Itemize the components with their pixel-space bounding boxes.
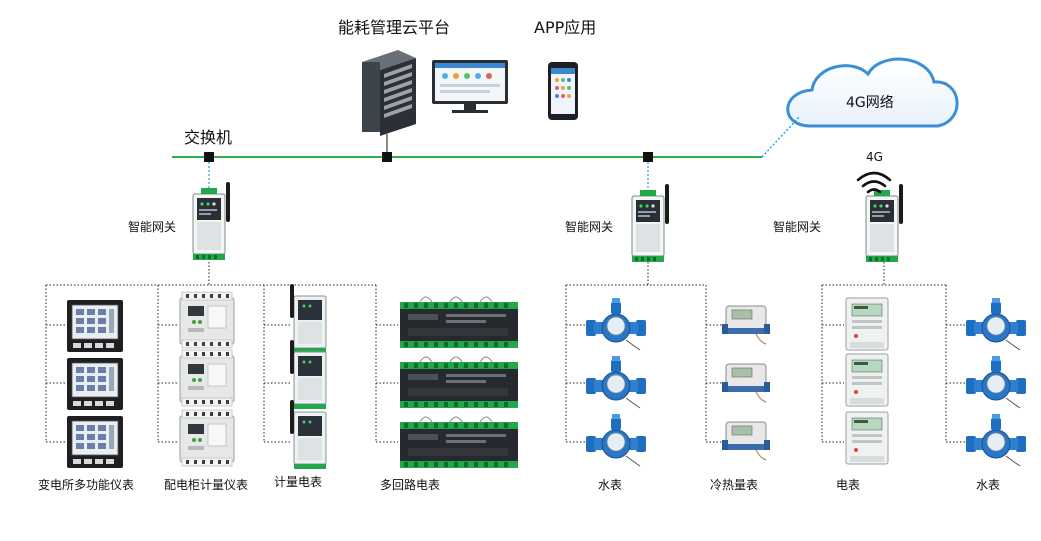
heat-meter-label: 冷热量表 bbox=[710, 478, 759, 492]
electric-meter bbox=[845, 411, 889, 465]
gateway-device-3 bbox=[865, 183, 904, 263]
network-label: 4G网络 bbox=[846, 95, 894, 111]
branch-wiring-middle bbox=[565, 262, 722, 443]
heat-meter bbox=[721, 305, 771, 345]
multi-circuit-meter bbox=[399, 356, 519, 409]
multi-circuit-meter bbox=[399, 296, 519, 349]
cloud-shape bbox=[786, 57, 959, 128]
metering-meter-label: 计量电表 bbox=[274, 475, 323, 489]
electric-meter-label: 电表 bbox=[836, 478, 861, 492]
gateway-device-1 bbox=[192, 181, 231, 261]
monitor-icon bbox=[432, 60, 508, 113]
gateway-label-1: 智能网关 bbox=[128, 220, 177, 234]
water-meter bbox=[585, 355, 647, 409]
heat-meter bbox=[721, 363, 771, 403]
rail-meter bbox=[289, 399, 327, 470]
app-label: APP应用 bbox=[534, 18, 597, 37]
panel-meter bbox=[66, 415, 124, 469]
branch-wiring-left bbox=[45, 262, 398, 443]
water-meter bbox=[585, 413, 647, 467]
panel-meter bbox=[66, 357, 124, 411]
cabinet-meter bbox=[179, 409, 235, 467]
signal-label: 4G bbox=[866, 150, 883, 164]
wifi-icon bbox=[856, 171, 892, 194]
junction-node bbox=[382, 152, 392, 162]
branch-wiring-right bbox=[821, 262, 966, 443]
gateway-label-3: 智能网关 bbox=[773, 220, 822, 234]
multi-circuit-meter bbox=[399, 416, 519, 469]
heat-meter bbox=[721, 421, 771, 461]
electric-meter bbox=[845, 353, 889, 407]
cabinet-meter bbox=[179, 349, 235, 407]
junction-node bbox=[643, 152, 653, 162]
cabinet-meter bbox=[179, 291, 235, 349]
water-meter-label-1: 水表 bbox=[598, 478, 623, 492]
water-meter bbox=[965, 355, 1027, 409]
rail-meter bbox=[289, 283, 327, 354]
electric-meter bbox=[845, 297, 889, 351]
cloud-platform-label: 能耗管理云平台 bbox=[338, 18, 451, 37]
water-meter-label-2: 水表 bbox=[976, 478, 1001, 492]
water-meter bbox=[585, 297, 647, 351]
phone-icon bbox=[548, 62, 578, 120]
water-meter bbox=[965, 297, 1027, 351]
gateway-label-2: 智能网关 bbox=[565, 220, 614, 234]
junction-node bbox=[204, 152, 214, 162]
panel-meter bbox=[66, 299, 124, 353]
cloud-link bbox=[761, 115, 801, 158]
server-icon bbox=[362, 50, 416, 136]
water-meter bbox=[965, 413, 1027, 467]
substation-meter-label: 变电所多功能仪表 bbox=[38, 478, 135, 492]
multi-circuit-meter-label: 多回路电表 bbox=[380, 478, 441, 492]
switch-label: 交换机 bbox=[184, 128, 233, 147]
gateway-device-2 bbox=[631, 183, 670, 263]
cabinet-meter-label: 配电柜计量仪表 bbox=[164, 478, 249, 492]
